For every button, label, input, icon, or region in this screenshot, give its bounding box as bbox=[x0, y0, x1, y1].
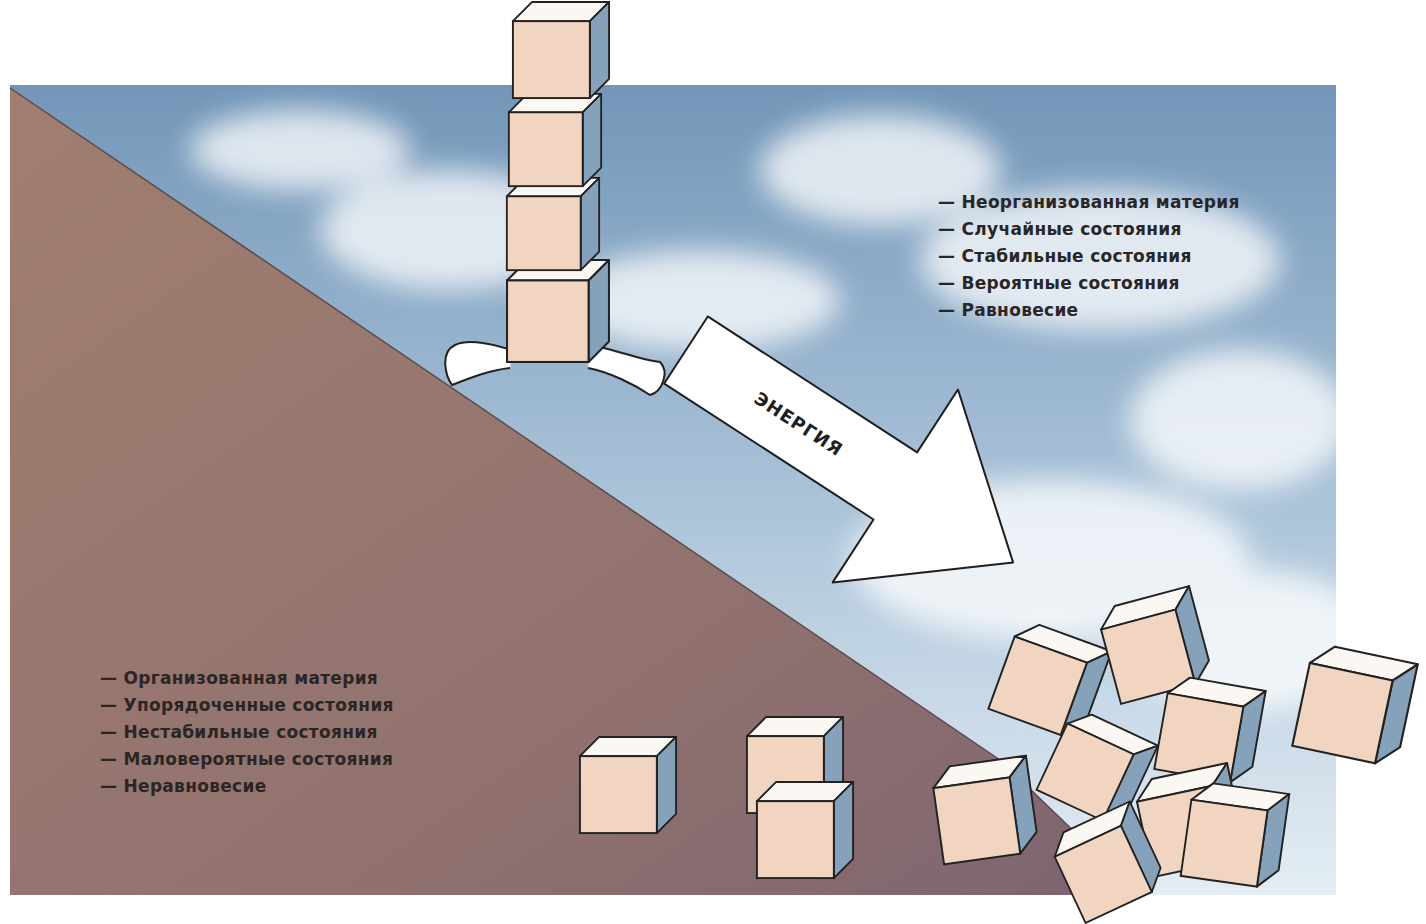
list-item: — Случайные состояния bbox=[938, 218, 1278, 240]
list-item: — Стабильные состояния bbox=[938, 245, 1278, 267]
list-item: — Организованная материя bbox=[100, 667, 440, 689]
list-item: — Вероятные состояния bbox=[938, 272, 1278, 294]
list-item: — Неравновесие bbox=[100, 775, 440, 797]
list-item: — Неорганизованная материя bbox=[938, 191, 1278, 213]
scattered-cubes bbox=[580, 586, 1418, 923]
list-item: — Маловероятные состояния bbox=[100, 748, 440, 770]
list-item: — Равновесие bbox=[938, 299, 1278, 321]
arrow-shape bbox=[623, 254, 1075, 659]
list-item: — Нестабильные состояния bbox=[100, 721, 440, 743]
walking-cubes bbox=[445, 2, 664, 395]
sky bbox=[10, 85, 1336, 895]
list-item: — Упорядоченные состояния bbox=[100, 694, 440, 716]
